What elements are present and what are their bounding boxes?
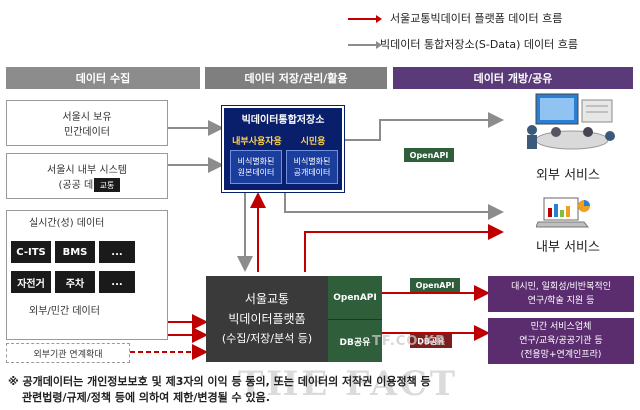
internal-system-box: 서울시 내부 시스템 (공공 데이터): [6, 153, 168, 199]
realtime-label: 실시간(성) 데이터: [29, 218, 105, 229]
openapi-tag-mid-label: OpenAPI: [415, 280, 455, 290]
dbshare-tag-label: DB공유: [417, 336, 445, 346]
header-data-store: 데이터 저장/관리/활용: [205, 67, 387, 89]
footnote: ※ 공개데이터는 개인정보보호 및 제3자의 이익 등 동의, 또는 데이터의 …: [8, 374, 636, 406]
bike-label: 자전거: [17, 278, 45, 290]
bike-box: 자전거: [11, 271, 51, 293]
more-box-1: ...: [99, 241, 135, 263]
footnote-line1: ※ 공개데이터는 개인정보보호 및 제3자의 이익 등 동의, 또는 데이터의 …: [8, 375, 431, 388]
external-data-label: 외부/민간 데이터: [29, 306, 100, 317]
dashboard-support-box: 대시민, 일회성/비반복적인 연구/학술 지원 등: [488, 276, 634, 312]
private-data-box: 서울시 보유 민간데이터: [6, 100, 168, 146]
platform-openapi-panel: OpenAPI: [328, 276, 382, 319]
arrow-platform-to-internal: [304, 224, 504, 272]
traffic-tag-label: 교통: [99, 180, 115, 190]
sdata-citizen-line1: 비식별화된: [293, 157, 331, 166]
bms-box: BMS: [55, 241, 95, 263]
dashboard-support-line2: 연구/학술 지원 등: [527, 296, 595, 306]
internal-service-label: 내부 서비스: [536, 240, 600, 255]
external-service-label: 외부 서비스: [536, 168, 600, 183]
expand-label: 외부기관 연계확대: [33, 349, 103, 360]
internal-system-line2: (공공 데이터): [58, 180, 116, 191]
internal-system-line1: 서울시 내부 시스템: [47, 165, 127, 176]
sdata-internal-line1: 비식별화된: [237, 157, 275, 166]
sdata-internal-box: 비식별화된 원본데이터: [230, 150, 282, 184]
dbshare-tag: DB공유: [410, 334, 452, 348]
platform-line3: (수집/저장/분석 등): [221, 332, 313, 345]
legend-red-arrow: [348, 15, 382, 23]
platform-line2: 빅데이터플랫폼: [228, 312, 306, 326]
partner-service-line2: 연구/교육/공공기관 등: [519, 336, 603, 346]
openapi-tag-top: OpenAPI: [404, 148, 454, 162]
header-data-collect: 데이터 수집: [6, 67, 200, 89]
sdata-storage-box: 빅데이터통합저장소 내부사용자용 시민용 비식별화된 원본데이터 비식별화된 공…: [221, 105, 345, 193]
platform-dbshare-panel: DB공유: [328, 319, 382, 362]
footnote-line2: 관련법령/규제/정책 등에 의하여 제한/변경될 수 있음.: [22, 391, 270, 404]
header-open-label: 데이터 개방/공유: [473, 72, 553, 85]
meeting-illustration-icon: [527, 93, 615, 150]
sdata-citizen-label: 시민용: [300, 137, 326, 147]
sdata-citizen-box: 비식별화된 공개데이터: [286, 150, 338, 184]
legend-item-platform: 서울교통빅데이터 플랫폼 데이터 흐름: [390, 12, 563, 25]
watermark-logo: THE FACT: [238, 364, 459, 404]
parking-label: 주차: [65, 278, 85, 290]
openapi-tag-top-label: OpenAPI: [409, 150, 449, 160]
platform-box: 서울교통 빅데이터플랫폼 (수집/저장/분석 등): [206, 276, 328, 362]
header-data-open: 데이터 개방/공유: [393, 67, 633, 89]
platform-dbshare-label: DB공유: [339, 337, 371, 348]
sdata-internal-line2: 원본데이터: [237, 168, 275, 177]
legend-gray-arrow: [348, 41, 382, 49]
legend-item-sdata: 빅데이터 통합저장소(S-Data) 데이터 흐름: [380, 38, 578, 51]
expand-box: 외부기관 연계확대: [6, 343, 130, 363]
parking-box: 주차: [55, 271, 95, 293]
more-label-1: ...: [111, 246, 123, 258]
partner-service-box: 민간 서비스업체 연구/교육/공공기관 등 (전용망+연계인프라): [488, 318, 634, 364]
private-data-line2: 민간데이터: [64, 127, 110, 138]
laptop-chart-icon: [536, 197, 590, 228]
cits-box: C-ITS: [11, 241, 51, 263]
bms-label: BMS: [62, 246, 88, 258]
platform-openapi-label: OpenAPI: [333, 292, 377, 303]
cits-label: C-ITS: [16, 246, 46, 258]
arrow-sdata-to-external: [345, 112, 504, 141]
traffic-tag: 교통: [94, 178, 120, 192]
dashboard-support-line1: 대시민, 일회성/비반복적인: [511, 282, 611, 292]
private-data-line1: 서울시 보유: [62, 112, 112, 123]
legend: 서울교통빅데이터 플랫폼 데이터 흐름 빅데이터 통합저장소(S-Data) 데…: [338, 6, 638, 56]
header-collect-label: 데이터 수집: [75, 72, 131, 85]
sdata-internal-label: 내부사용자용: [232, 137, 282, 147]
openapi-tag-mid: OpenAPI: [410, 278, 460, 292]
partner-service-line3: (전용망+연계인프라): [520, 350, 602, 360]
sdata-title: 빅데이터통합저장소: [241, 115, 325, 126]
more-label-2: ...: [111, 276, 123, 288]
watermark-url: TF.CO.KR: [372, 334, 447, 349]
partner-service-line1: 민간 서비스업체: [530, 322, 592, 332]
realtime-data-box: 실시간(성) 데이터 C-ITS BMS ... 자전거 주차 ... 외부/민…: [6, 210, 168, 340]
header-store-label: 데이터 저장/관리/활용: [244, 72, 348, 85]
sdata-citizen-line2: 공개데이터: [293, 168, 331, 177]
platform-line1: 서울교통: [244, 292, 290, 306]
more-box-2: ...: [99, 271, 135, 293]
arrow-sdata-to-internal: [284, 192, 504, 220]
